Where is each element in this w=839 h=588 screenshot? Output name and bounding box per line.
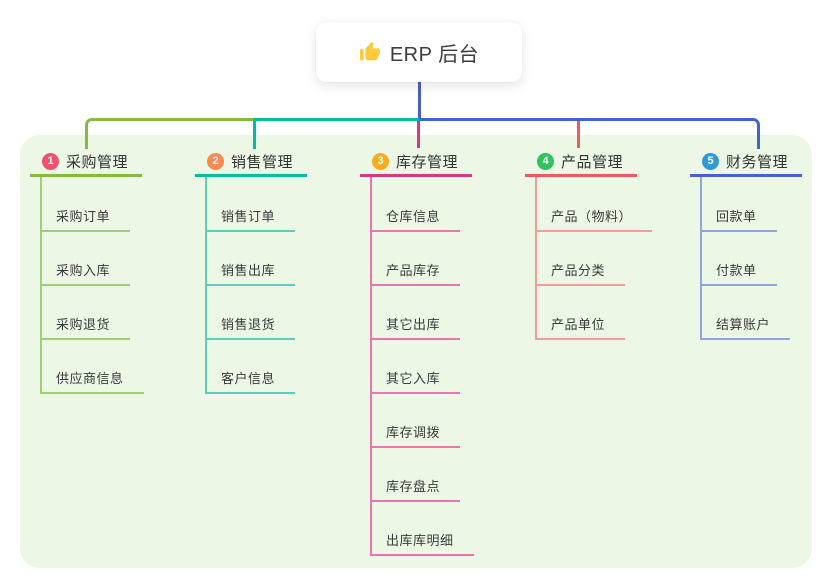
branch-line-finance xyxy=(419,118,760,149)
child-label: 结算账户 xyxy=(716,317,771,332)
group-node-1[interactable]: 1 采购管理 xyxy=(30,148,142,177)
group-label: 财务管理 xyxy=(726,153,789,171)
child-trunk-line xyxy=(535,177,537,340)
child-node[interactable]: 仓库信息 xyxy=(370,204,461,232)
root-node-label: ERP 后台 xyxy=(389,43,480,66)
child-trunk-line xyxy=(700,177,702,340)
child-node[interactable]: 销售出库 xyxy=(205,258,296,286)
branch-drop-inventory xyxy=(417,121,420,148)
child-label: 其它出库 xyxy=(386,317,441,332)
child-node[interactable]: 回款单 xyxy=(700,204,777,232)
child-node[interactable]: 客户信息 xyxy=(205,366,296,394)
child-node[interactable]: 结算账户 xyxy=(700,312,791,340)
root-node[interactable]: ERP 后台 xyxy=(316,22,522,82)
child-node[interactable]: 销售退货 xyxy=(205,312,296,340)
group-node-3[interactable]: 3 库存管理 xyxy=(360,148,472,177)
child-label: 付款单 xyxy=(716,263,757,278)
child-node[interactable]: 出库库明细 xyxy=(370,528,474,556)
root-connector-line xyxy=(418,82,421,118)
child-label: 回款单 xyxy=(716,209,757,224)
child-node[interactable]: 产品库存 xyxy=(370,258,461,286)
group-node-5[interactable]: 5 财务管理 xyxy=(690,148,802,177)
child-node[interactable]: 库存盘点 xyxy=(370,474,461,502)
child-label: 库存盘点 xyxy=(386,479,441,494)
child-label: 销售出库 xyxy=(221,263,276,278)
background-panel xyxy=(20,135,812,568)
child-node[interactable]: 其它出库 xyxy=(370,312,461,340)
child-label: 库存调拨 xyxy=(386,425,441,440)
branch-drop-product xyxy=(577,121,580,148)
group-label: 采购管理 xyxy=(66,153,129,171)
group-node-4[interactable]: 4 产品管理 xyxy=(525,148,637,177)
child-label: 产品（物料） xyxy=(551,209,633,224)
child-node[interactable]: 采购入库 xyxy=(40,258,131,286)
child-label: 采购订单 xyxy=(56,209,111,224)
child-label: 产品单位 xyxy=(551,317,606,332)
thumbs-up-icon xyxy=(359,41,381,63)
child-label: 销售订单 xyxy=(221,209,276,224)
child-label: 采购入库 xyxy=(56,263,111,278)
branch-line-sales xyxy=(253,118,419,149)
child-node[interactable]: 库存调拨 xyxy=(370,420,461,448)
group-badge: 5 xyxy=(702,152,719,170)
child-node[interactable]: 产品（物料） xyxy=(535,204,653,232)
child-node[interactable]: 采购订单 xyxy=(40,204,131,232)
child-label: 采购退货 xyxy=(56,317,111,332)
child-label: 供应商信息 xyxy=(56,371,124,386)
child-node[interactable]: 其它入库 xyxy=(370,366,461,394)
group-label: 库存管理 xyxy=(396,153,459,171)
child-label: 产品库存 xyxy=(386,263,441,278)
group-badge: 1 xyxy=(42,152,59,170)
child-node[interactable]: 销售订单 xyxy=(205,204,296,232)
child-label: 仓库信息 xyxy=(386,209,441,224)
group-badge: 2 xyxy=(207,152,224,170)
group-badge: 3 xyxy=(372,152,389,170)
child-label: 销售退货 xyxy=(221,317,276,332)
child-node[interactable]: 付款单 xyxy=(700,258,777,286)
child-label: 出库库明细 xyxy=(386,533,454,548)
child-node[interactable]: 供应商信息 xyxy=(40,366,144,394)
child-label: 客户信息 xyxy=(221,371,276,386)
child-node[interactable]: 产品单位 xyxy=(535,312,626,340)
child-label: 其它入库 xyxy=(386,371,441,386)
child-node[interactable]: 采购退货 xyxy=(40,312,131,340)
branch-line-purchase xyxy=(85,118,253,149)
group-badge: 4 xyxy=(537,152,554,170)
group-label: 销售管理 xyxy=(231,153,294,171)
group-node-2[interactable]: 2 销售管理 xyxy=(195,148,307,177)
group-label: 产品管理 xyxy=(561,153,624,171)
child-label: 产品分类 xyxy=(551,263,606,278)
child-trunk-line xyxy=(370,177,372,556)
child-node[interactable]: 产品分类 xyxy=(535,258,626,286)
